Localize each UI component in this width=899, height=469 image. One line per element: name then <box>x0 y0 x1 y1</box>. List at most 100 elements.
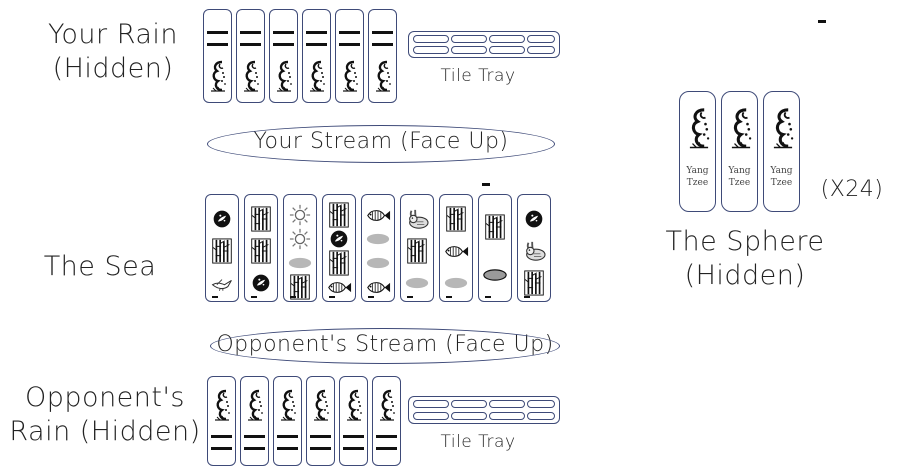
sea-column[interactable] <box>322 194 356 302</box>
tile-tray-label-top: Tile Tray <box>418 66 538 86</box>
waterfall-icon <box>311 383 331 427</box>
sun-icon <box>289 204 311 226</box>
opponent-rain-label: Opponent's Rain (Hidden) <box>0 381 210 449</box>
oval-icon <box>288 257 312 269</box>
tile-tray-bottom[interactable] <box>408 396 560 424</box>
oval-icon <box>405 277 429 289</box>
sea-column[interactable] <box>400 194 434 302</box>
waterfall-icon <box>278 383 298 427</box>
fish-icon <box>365 279 391 296</box>
rain-bar <box>277 447 298 450</box>
rabbit-icon <box>521 240 547 262</box>
waterfall-icon <box>686 104 712 152</box>
sphere-count-label: (X24) <box>812 175 892 205</box>
sea-column[interactable] <box>517 194 551 302</box>
tray-slot <box>489 46 525 54</box>
oval-icon <box>483 269 507 281</box>
bamboo-icon <box>250 206 272 232</box>
rain-tile-hidden[interactable] <box>203 9 232 103</box>
tray-slot <box>451 35 487 43</box>
fish-icon <box>365 207 391 224</box>
waterfall-icon <box>212 383 232 427</box>
tile-corner-mark <box>329 296 335 298</box>
waterfall-icon <box>377 383 397 427</box>
rain-bar <box>372 43 393 46</box>
rain-bar <box>339 31 360 34</box>
rain-bar <box>306 43 327 46</box>
sea-column[interactable] <box>439 194 473 302</box>
moon-icon <box>212 209 232 229</box>
opponent-rain-label-line1: Opponent's <box>0 381 210 415</box>
sun-icon <box>289 228 311 250</box>
oval-icon <box>444 277 468 289</box>
rain-tile-hidden[interactable] <box>306 376 335 466</box>
rain-tile-hidden[interactable] <box>273 376 302 466</box>
the-sphere-label-line2: (Hidden) <box>660 259 830 293</box>
the-sea-label: The Sea <box>25 250 175 284</box>
tile-corner-mark <box>251 296 257 298</box>
tray-slot <box>489 35 525 43</box>
bamboo-icon <box>250 238 272 264</box>
rain-tile-hidden[interactable] <box>372 376 401 466</box>
bamboo-icon <box>328 202 350 228</box>
sphere-tile-text: Yang <box>764 166 799 176</box>
waterfall-icon <box>274 52 294 100</box>
moon-icon <box>251 273 271 293</box>
opponent-rain-label-line2: Rain (Hidden) <box>0 415 210 449</box>
rain-bar <box>273 31 294 34</box>
rain-bar <box>310 447 331 450</box>
moon-icon <box>524 209 544 229</box>
tray-slot <box>527 412 555 420</box>
tray-slot <box>451 412 487 420</box>
rain-tile-hidden[interactable] <box>339 376 368 466</box>
rain-tile-hidden[interactable] <box>335 9 364 103</box>
rain-tile-hidden[interactable] <box>240 376 269 466</box>
rain-bar <box>310 435 331 438</box>
bamboo-icon <box>211 238 233 264</box>
sea-column[interactable] <box>361 194 395 302</box>
waterfall-icon <box>340 52 360 100</box>
your-stream-zone[interactable] <box>207 125 555 163</box>
rain-bar <box>343 447 364 450</box>
rain-bar <box>207 43 228 46</box>
sea-column[interactable] <box>205 194 239 302</box>
tile-tray-top[interactable] <box>408 31 560 58</box>
rain-bar <box>372 31 393 34</box>
rain-bar <box>306 31 327 34</box>
tile-corner-mark <box>524 296 530 298</box>
rain-tile-hidden[interactable] <box>207 376 236 466</box>
sea-column[interactable] <box>478 194 512 302</box>
tray-slot <box>413 412 449 420</box>
rain-bar <box>211 435 232 438</box>
sphere-tile-text: Yang <box>722 166 757 176</box>
opponent-stream-zone[interactable] <box>210 328 560 364</box>
the-sphere-label-line1: The Sphere <box>660 225 830 259</box>
tray-slot <box>527 400 555 408</box>
your-rain-label-line2: (Hidden) <box>18 52 208 86</box>
waterfall-icon <box>241 52 261 100</box>
sphere-tile-text: Tzee <box>764 178 799 188</box>
your-rain-label-line1: Your Rain <box>18 18 208 52</box>
rain-tile-hidden[interactable] <box>269 9 298 103</box>
tile-corner-mark <box>407 296 413 298</box>
rain-bar <box>339 43 360 46</box>
bamboo-icon <box>484 214 506 240</box>
tray-slot <box>451 400 487 408</box>
rain-tile-hidden[interactable] <box>302 9 331 103</box>
rain-bar <box>211 447 232 450</box>
tray-slot <box>527 46 555 54</box>
dash-mark <box>818 20 826 23</box>
rain-tile-hidden[interactable] <box>236 9 265 103</box>
tray-slot <box>527 35 555 43</box>
sea-column[interactable] <box>244 194 278 302</box>
rain-tile-hidden[interactable] <box>368 9 397 103</box>
rain-bar <box>240 43 261 46</box>
tray-slot <box>413 400 449 408</box>
rain-bar <box>207 31 228 34</box>
tray-slot <box>489 412 525 420</box>
moon-icon <box>329 229 349 249</box>
sea-column[interactable] <box>283 194 317 302</box>
